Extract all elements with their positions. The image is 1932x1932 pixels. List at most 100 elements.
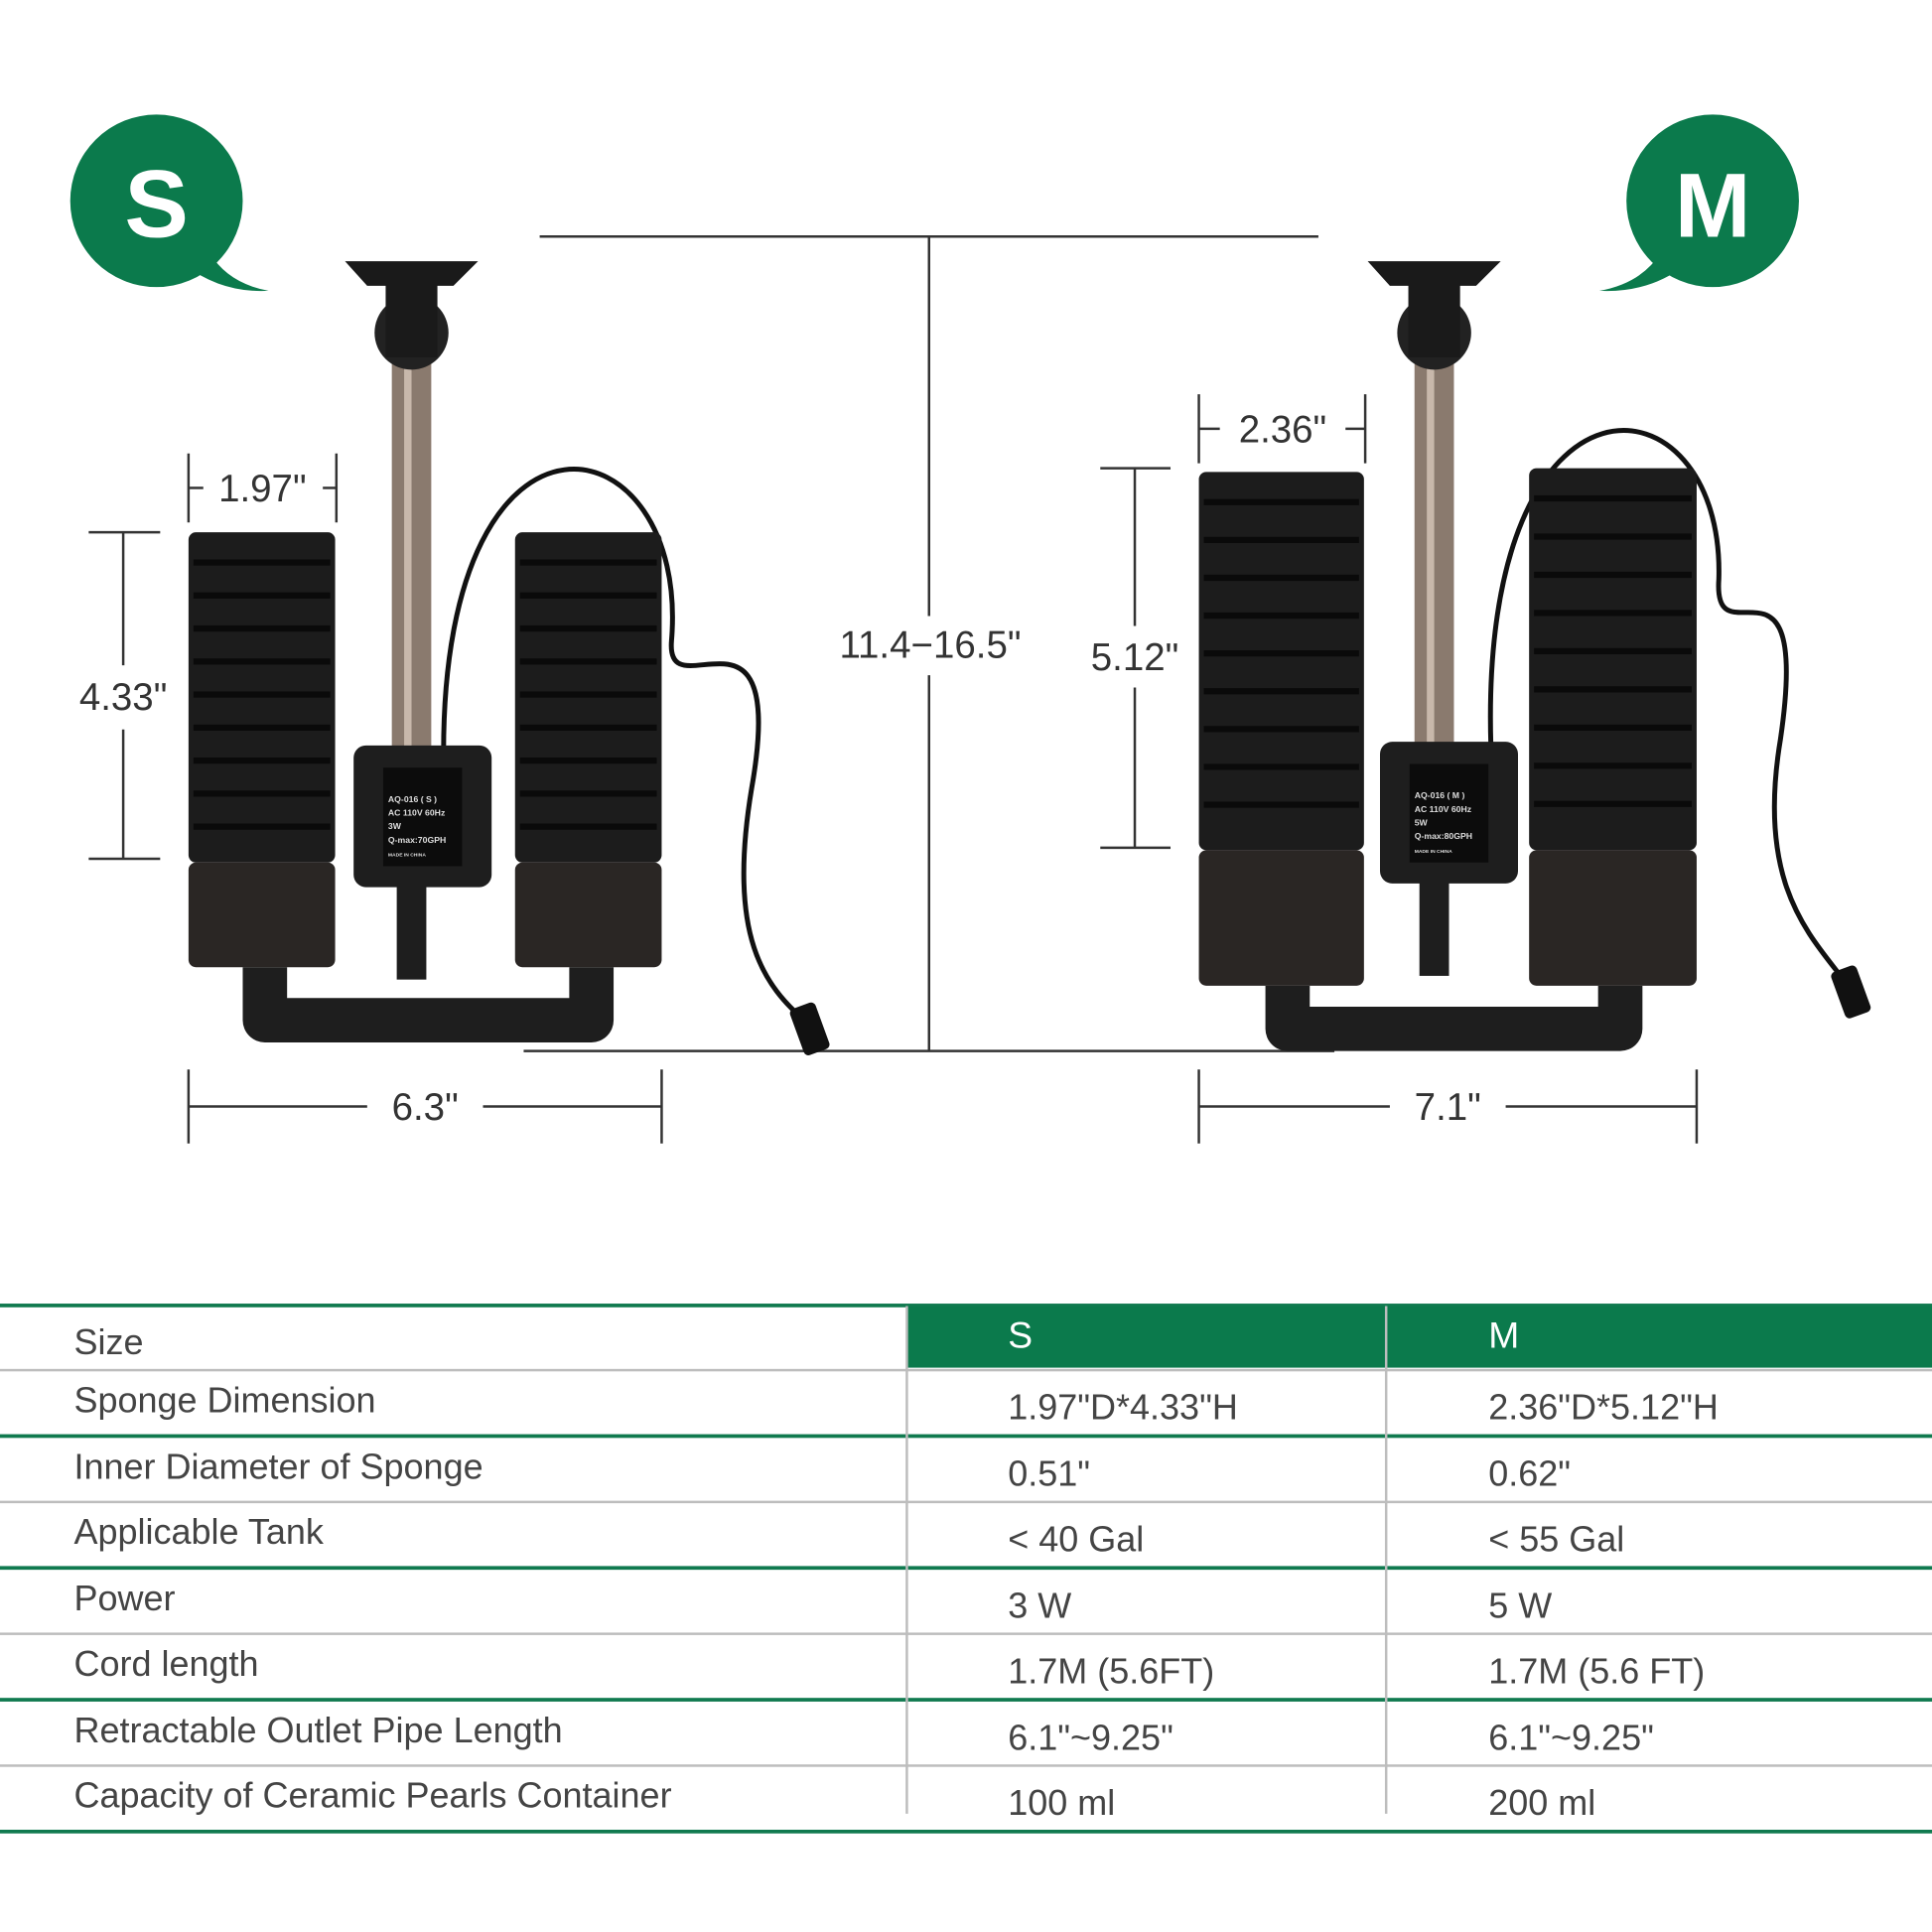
dimension-lines: [88, 235, 1699, 1144]
sponge-rib: [519, 758, 657, 764]
cell-label: Power: [73, 1580, 176, 1619]
size-s-badge: S: [69, 114, 269, 292]
table-row: Inner Diameter of Sponge 0.51" 0.62": [0, 1438, 1932, 1504]
pump-m: AQ-016 ( M ) AC 110V 60Hz 5W Q-max:80GPH MAD…: [1198, 261, 1871, 1051]
sponge-rib: [1203, 650, 1359, 657]
sponge-rib: [1203, 498, 1359, 505]
cell-m: 2.36"D*5.12"H: [1488, 1388, 1719, 1429]
s-width-label: 6.3": [392, 1086, 459, 1129]
sponge-rib: [1534, 724, 1692, 731]
cell-s: 6.1"~9.25": [1008, 1719, 1173, 1759]
sponge-rib: [1203, 688, 1359, 695]
cell-m: 5 W: [1488, 1587, 1553, 1627]
sponge-rib: [519, 724, 657, 731]
product-illustration: S M 11.4−16.5" 1.97" 4.33" 6.3" 2.36" 5.…: [69, 114, 1871, 1144]
plug-icon: [1831, 965, 1871, 1019]
header-size: Size: [73, 1322, 144, 1363]
pump-label: [1409, 763, 1489, 863]
badge-m-text: M: [1675, 155, 1751, 256]
pump-label-origin: MADE IN CHINA: [388, 853, 426, 859]
cell-label: Capacity of Ceramic Pearls Container: [73, 1776, 672, 1817]
header-s: S: [1008, 1315, 1034, 1357]
sponge: [1198, 472, 1364, 851]
sponge-rib: [1203, 726, 1359, 733]
sponge-rib: [1203, 801, 1359, 808]
column-divider: [1384, 1306, 1388, 1814]
pumps: AQ-016 ( S ) AC 110V 60Hz 3W Q-max:70GPH MAD…: [188, 261, 1871, 1055]
sponge-rib: [193, 691, 331, 698]
sponge-rib: [1203, 536, 1359, 543]
outlet-nozzle: [1367, 261, 1501, 286]
table-header-row: Size: [0, 1307, 1932, 1372]
sponge-rib: [193, 624, 331, 632]
header-m: M: [1488, 1315, 1520, 1357]
m-sponge-height-label: 5.12": [1091, 636, 1179, 679]
cell-label: Cord length: [73, 1644, 259, 1685]
sponge-rib: [519, 658, 657, 665]
pump-label-voltage: AC 110V 60Hz: [1415, 804, 1472, 814]
pump-label-power: 5W: [1415, 818, 1429, 828]
m-width-label: 7.1": [1415, 1086, 1481, 1129]
pump-label-flow: Q-max:80GPH: [1415, 831, 1472, 841]
spec-table: Size Sponge Dimension 1.97"D*4.33"H 2.36"D…: [0, 1307, 1932, 1834]
sponge-rib: [1203, 612, 1359, 620]
sponge-rib: [1534, 686, 1692, 693]
sponge-rib: [1534, 533, 1692, 540]
sponge-rib: [1534, 800, 1692, 807]
sponge-rib: [193, 823, 331, 830]
sponge-rib: [519, 624, 657, 632]
sponge-rib: [519, 691, 657, 698]
sponge-rib: [519, 559, 657, 566]
sponge-rib: [1203, 763, 1359, 770]
cell-label: Sponge Dimension: [73, 1381, 376, 1421]
cell-label: Applicable Tank: [73, 1513, 324, 1553]
sponge-cup: [1529, 850, 1697, 986]
cell-m: 1.7M (5.6 FT): [1488, 1652, 1706, 1692]
sponge-rib: [1534, 494, 1692, 502]
cell-s: 1.97"D*4.33"H: [1008, 1388, 1238, 1429]
size-m-badge: M: [1598, 114, 1799, 292]
sponge-rib: [193, 559, 331, 566]
badge-s-text: S: [124, 149, 189, 257]
pump-label-flow: Q-max:70GPH: [388, 835, 446, 845]
table-header-highlight: S M: [906, 1306, 1932, 1368]
inlet-stem: [396, 881, 427, 980]
sponge-cup: [514, 862, 662, 968]
sponge-rib: [519, 592, 657, 599]
table-row: Sponge Dimension 1.97"D*4.33"H 2.36"D*5.12…: [0, 1371, 1932, 1439]
pump-label-origin: MADE IN CHINA: [1415, 849, 1452, 855]
pump-label-power: 3W: [388, 821, 402, 831]
cell-m: 200 ml: [1488, 1784, 1596, 1824]
sponge-rib: [1534, 762, 1692, 769]
cell-m: 0.62": [1488, 1454, 1572, 1495]
sponge-cup: [188, 862, 336, 968]
table-row: Power 3 W 5 W: [0, 1570, 1932, 1635]
pump-s: AQ-016 ( S ) AC 110V 60Hz 3W Q-max:70GPH MAD…: [188, 261, 830, 1055]
column-divider: [905, 1306, 908, 1814]
cell-label: Inner Diameter of Sponge: [73, 1448, 483, 1487]
cell-s: 3 W: [1008, 1587, 1072, 1627]
sponge-rib: [1534, 571, 1692, 579]
inlet-stem: [1419, 877, 1449, 976]
sponge-rib: [519, 823, 657, 830]
pump-label-model: AQ-016 ( S ): [388, 794, 437, 804]
sponge-rib: [1534, 647, 1692, 655]
power-cord: [441, 467, 809, 1025]
base-pipe: [242, 967, 615, 1042]
tube-clip: [1408, 283, 1460, 357]
sponge: [1529, 468, 1697, 851]
table-row: Applicable Tank< 40 Gal< 55 Gal: [0, 1503, 1932, 1571]
cell-s: 0.51": [1008, 1454, 1091, 1495]
sponge-rib: [1534, 610, 1692, 617]
sponge-rib: [1203, 574, 1359, 582]
pump-label-voltage: AC 110V 60Hz: [388, 808, 446, 818]
tube-clip: [385, 283, 438, 357]
pump-label-model: AQ-016 ( M ): [1415, 790, 1465, 800]
table-top-border: [0, 1304, 1932, 1308]
sponge-rib: [193, 724, 331, 731]
s-sponge-diameter-label: 1.97": [218, 468, 307, 510]
sponge-rib: [193, 790, 331, 797]
